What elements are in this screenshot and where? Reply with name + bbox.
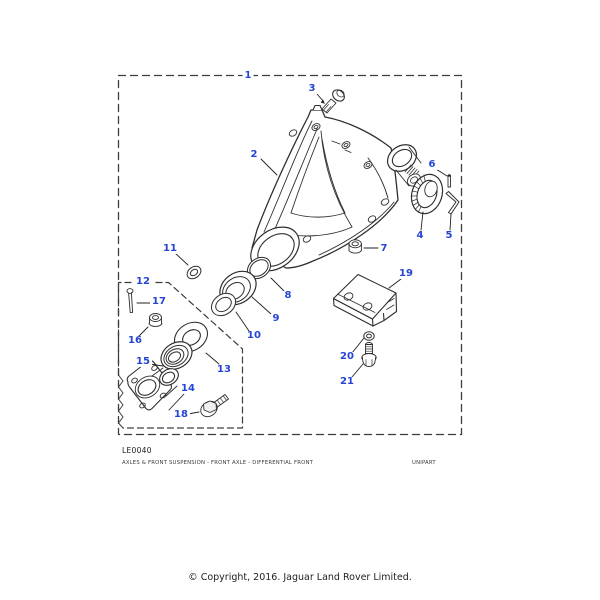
figure-code: LE0040 xyxy=(122,446,152,455)
callout-10[interactable]: 10 xyxy=(245,330,263,341)
nut-7-drawing xyxy=(348,239,362,254)
callout-3[interactable]: 3 xyxy=(306,83,318,94)
bolt-21-drawing xyxy=(361,342,377,367)
callout-14[interactable]: 14 xyxy=(179,383,197,394)
callout-15[interactable]: 15 xyxy=(134,356,152,367)
pin-17-drawing xyxy=(126,288,134,313)
callout-21[interactable]: 21 xyxy=(338,376,356,387)
bolt-18-drawing xyxy=(200,394,229,418)
flange-14-drawing xyxy=(126,360,179,411)
seal-10-drawing xyxy=(210,292,237,317)
callout-1[interactable]: 1 xyxy=(242,70,254,81)
callout-7[interactable]: 7 xyxy=(378,243,390,254)
callout-5[interactable]: 5 xyxy=(443,230,455,241)
clip-5-drawing xyxy=(445,191,460,215)
callout-20[interactable]: 20 xyxy=(338,351,356,362)
seal-8-drawing xyxy=(246,256,272,280)
washer-11-drawing xyxy=(186,265,202,280)
seal-15-drawing xyxy=(160,341,193,370)
differential-housing-drawing xyxy=(250,104,399,272)
assembly-boundary-box xyxy=(117,74,463,436)
callout-16[interactable]: 16 xyxy=(126,335,144,346)
callout-2[interactable]: 2 xyxy=(248,149,260,160)
brand-label: UNIPART xyxy=(412,460,436,466)
callout-4[interactable]: 4 xyxy=(414,230,426,241)
leader-lines xyxy=(136,93,452,415)
coupling-4-drawing xyxy=(410,173,444,215)
callout-18[interactable]: 18 xyxy=(172,409,190,420)
callout-9[interactable]: 9 xyxy=(270,313,282,324)
washer-20-drawing xyxy=(363,331,375,341)
arrowhead-3 xyxy=(320,99,325,104)
bolt-3-drawing xyxy=(321,89,345,114)
callout-8[interactable]: 8 xyxy=(282,290,294,301)
pin-6-drawing xyxy=(447,174,451,188)
copyright-line: © Copyright, 2016. Jaguar Land Rover Lim… xyxy=(188,572,412,583)
callout-12[interactable]: 12 xyxy=(134,276,152,287)
callout-17[interactable]: 17 xyxy=(150,296,168,307)
callout-13[interactable]: 13 xyxy=(215,364,233,375)
callout-6[interactable]: 6 xyxy=(426,159,438,170)
bracket-19-drawing xyxy=(332,273,398,327)
nut-16-drawing xyxy=(148,313,163,327)
callout-11[interactable]: 11 xyxy=(161,243,179,254)
figure-caption: AXLES & FRONT SUSPENSION - FRONT AXLE - … xyxy=(122,460,314,466)
kit-boundary-box xyxy=(117,281,244,429)
callout-19[interactable]: 19 xyxy=(397,268,415,279)
